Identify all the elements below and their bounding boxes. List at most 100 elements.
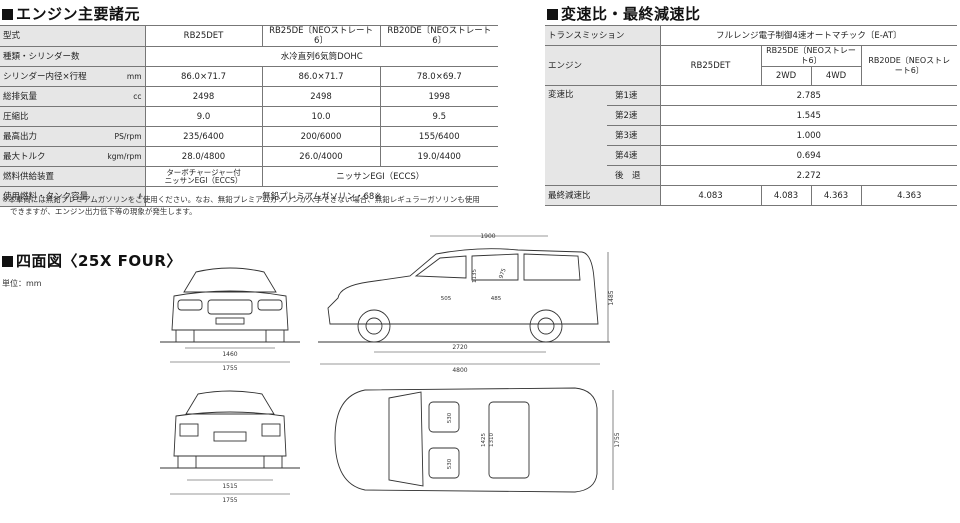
row-label: シリンダー内径×行程 <box>0 66 103 87</box>
top-width-label: 1755 <box>614 432 621 447</box>
row-label: 種類・シリンダー数 <box>0 46 103 67</box>
rear-body <box>173 411 287 457</box>
cell-value: 155/6400 <box>379 126 499 147</box>
side-front-wheel <box>357 309 391 343</box>
side-front-hub <box>365 317 383 335</box>
row-unit: cc <box>103 86 146 107</box>
final-value: 4.083 <box>659 185 761 206</box>
row-unit: PS/rpm <box>103 126 146 147</box>
top-front-seat-left <box>428 401 460 433</box>
cell-value: 200/6000 <box>261 126 381 147</box>
engine-row-compression: 圧縮比 9.0 10.0 9.5 <box>0 106 499 127</box>
col-2wd: 2WD <box>760 66 811 86</box>
rear-tread-label: 1515 <box>222 483 237 490</box>
rear-lamp-right <box>261 423 281 437</box>
transmission-value: フルレンジ電子制御4速オートマチック〔E-AT〕 <box>659 25 958 46</box>
row-unit: kgm/rpm <box>103 146 146 167</box>
gear-value: 2.785 <box>659 85 958 106</box>
unit-note: 単位：mm <box>2 279 42 288</box>
gear-ratio-title-text: 変速比・最終減速比 <box>561 5 701 23</box>
top-windshield <box>388 391 424 487</box>
side-rear-window <box>471 253 519 281</box>
side-body-outline <box>327 248 599 325</box>
black-square-icon <box>2 256 13 267</box>
final-value: 4.363 <box>860 185 958 206</box>
cell-value: 10.0 <box>261 106 381 127</box>
side-length-label: 4800 <box>452 367 467 374</box>
cell-value: 1998 <box>379 86 499 107</box>
side-top-length-label: 1900 <box>480 233 495 240</box>
fuel-note: ※本車両には無鉛プレミアムガソリンをご使用ください。なお、無鉛プレミアムガソリン… <box>2 194 480 218</box>
top-view-drawing: 530 530 1425 1310 1755 <box>334 387 621 493</box>
gear-ratio-title: 変速比・最終減速比 <box>547 3 701 24</box>
top-530a-label: 530 <box>447 412 453 423</box>
cell-value: 26.0/4000 <box>261 146 381 167</box>
cell-value: 235/6400 <box>144 126 263 147</box>
gear-row-2: 第2速 1.545 <box>545 105 958 126</box>
front-tire-left <box>175 329 195 343</box>
cell-value: 86.0×71.7 <box>144 66 263 87</box>
engine-spec-title-text: エンジン主要諸元 <box>16 5 141 23</box>
engine-header-row: 型式 RB25DET RB25DE〔NEOストレート6〕 RB20DE〔NEOス… <box>0 25 499 47</box>
engine-spec-table: 型式 RB25DET RB25DE〔NEOストレート6〕 RB20DE〔NEOス… <box>0 25 499 207</box>
final-value: 4.083 <box>760 185 811 206</box>
engine-row-fuel-tank: 使用燃料・タンク容量 ℓ 無鉛プレミアムガソリン・68※ <box>0 186 499 207</box>
gear-row-reverse: 後 退 2.272 <box>545 165 958 186</box>
col-rb25det: RB25DET <box>659 45 761 86</box>
row-unit: ℓ <box>103 186 146 207</box>
cell-value: 86.0×71.7 <box>261 66 381 87</box>
final-value: 4.363 <box>810 185 861 206</box>
side-wheelbase-label: 2720 <box>452 344 467 351</box>
row-unit <box>103 106 146 127</box>
front-tread-label: 1460 <box>222 351 237 358</box>
engine-row-power: 最高出力 PS/rpm 235/6400 200/6000 155/6400 <box>0 126 499 147</box>
top-rear-seat <box>488 401 530 479</box>
row-merged-value: 無鉛プレミアムガソリン・68※ <box>144 186 499 207</box>
engine-header-row-1: エンジン RB25DET RB25DE〔NEOストレート6〕 RB20DE〔NE… <box>545 45 958 86</box>
engine-col-rb25de: RB25DE〔NEOストレート6〕 <box>261 25 381 47</box>
rear-dimension-lines <box>170 479 290 495</box>
side-seat-a-label: 505 <box>441 296 452 302</box>
cell-value: 19.0/4400 <box>379 146 499 167</box>
engine-row-type: 種類・シリンダー数 水冷直列6気筒DOHC <box>0 46 499 67</box>
fuel-note-line1: ※本車両には無鉛プレミアムガソリンをご使用ください。なお、無鉛プレミアムガソリン… <box>2 195 480 204</box>
gear-value: 1.545 <box>659 105 958 126</box>
row-label: 最高出力 <box>0 126 103 147</box>
top-1310-label: 1310 <box>489 433 495 447</box>
gear-value: 0.694 <box>659 145 958 166</box>
front-license-plate <box>215 317 245 325</box>
engine-header-label: 型式 <box>0 25 146 47</box>
final-label: 最終減速比 <box>545 185 660 206</box>
front-body <box>171 290 289 331</box>
cell-value: 9.0 <box>144 106 263 127</box>
rear-license-plate <box>213 431 247 442</box>
gear-value: 1.000 <box>659 125 958 146</box>
front-dimension-lines <box>170 347 290 363</box>
row-merged-value: ニッサンEGI（ECCS） <box>261 166 499 187</box>
fuel-system-line1: ターボチャージャー付 <box>166 167 241 177</box>
cell-value: 2498 <box>261 86 381 107</box>
row-merged-value: 水冷直列6気筒DOHC <box>144 46 499 67</box>
engine-row-torque: 最大トルク kgm/rpm 28.0/4800 26.0/4000 19.0/4… <box>0 146 499 167</box>
row-label: 使用燃料・タンク容量 <box>0 186 103 207</box>
cell-value: 28.0/4800 <box>144 146 263 167</box>
cell-value: 78.0×69.7 <box>379 66 499 87</box>
black-square-icon <box>547 9 558 20</box>
cell-value: 9.5 <box>379 106 499 127</box>
row-label: 総排気量 <box>0 86 103 107</box>
front-width-label: 1755 <box>222 365 237 372</box>
side-rear-wheel <box>529 309 563 343</box>
gear-label: 第2速 <box>607 105 660 126</box>
drawing-title-text: 四面図〈25X FOUR〉 <box>16 252 182 270</box>
col-4wd: 4WD <box>810 66 861 86</box>
row-unit <box>103 166 146 187</box>
engine-row-displacement: 総排気量 cc 2498 2498 1998 <box>0 86 499 107</box>
side-front-window <box>414 255 467 279</box>
rear-tire-right <box>263 455 283 469</box>
drawing-title: 四面図〈25X FOUR〉 <box>2 250 182 271</box>
transmission-row: トランスミッション フルレンジ電子制御4速オートマチック〔E-AT〕 <box>545 25 958 46</box>
fuel-system-line2: ニッサンEGI（ECCS） <box>164 175 243 185</box>
engine-row-bore-stroke: シリンダー内径×行程 mm 86.0×71.7 86.0×71.7 78.0×6… <box>0 66 499 87</box>
front-windshield <box>183 267 277 293</box>
gear-label: 第3速 <box>607 125 660 146</box>
